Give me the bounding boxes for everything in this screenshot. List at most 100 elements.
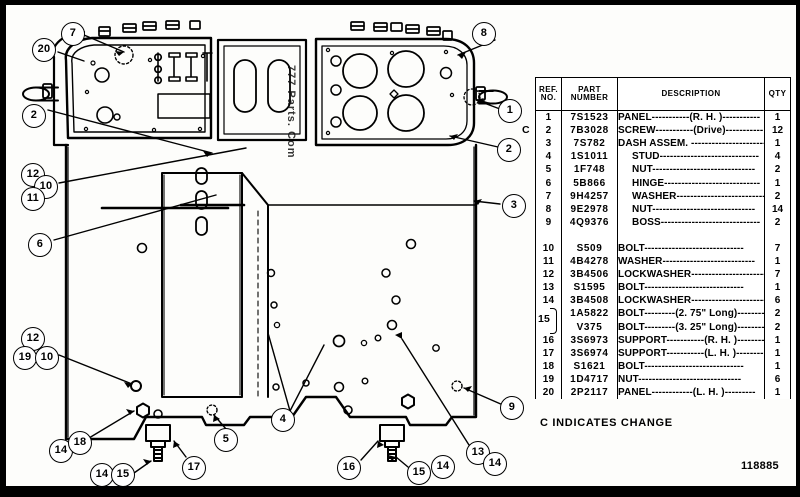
cell-part-number: 9H4257 bbox=[561, 189, 618, 203]
cell-qty: 6 bbox=[764, 372, 791, 386]
cell-qty: 7 bbox=[764, 241, 791, 256]
header-ref-line2: NO. bbox=[540, 93, 557, 102]
callout-bubble-12[interactable]: 12 bbox=[21, 327, 45, 351]
cell-ref-no: 2 bbox=[535, 124, 562, 138]
cell-qty: 2 bbox=[764, 307, 791, 321]
callout-bubble-17[interactable]: 17 bbox=[182, 456, 206, 480]
cell-part-number: 3S6974 bbox=[561, 346, 618, 360]
header-part-line2: NUMBER bbox=[570, 93, 609, 102]
cell-qty: 14 bbox=[764, 202, 791, 216]
column-header-part-number: PART NUMBER bbox=[561, 77, 618, 111]
cell-qty: 2 bbox=[764, 320, 791, 334]
callout-bubble-7[interactable]: 7 bbox=[61, 22, 85, 46]
cell-ref-no: 15 bbox=[535, 307, 562, 335]
cell-qty: 1 bbox=[764, 385, 791, 400]
callout-bubble-14[interactable]: 14 bbox=[431, 455, 455, 479]
cell-description: SUPPORT-----------(R. H. )-------- bbox=[617, 333, 765, 347]
cell-part-number: 7S782 bbox=[561, 137, 618, 151]
change-legend: C INDICATES CHANGE bbox=[540, 417, 673, 429]
cell-ref-no: 9 bbox=[535, 215, 562, 229]
callout-bubble-3[interactable]: 3 bbox=[502, 194, 526, 218]
cell-part-number: 1F748 bbox=[561, 163, 618, 177]
callout-bubble-6[interactable]: 6 bbox=[28, 233, 52, 257]
callout-bubble-2[interactable]: 2 bbox=[497, 138, 521, 162]
column-header-description: DESCRIPTION bbox=[617, 77, 765, 111]
change-marker: C bbox=[522, 124, 530, 137]
callout-bubble-20[interactable]: 20 bbox=[32, 38, 56, 62]
cell-ref-no: 10 bbox=[535, 241, 562, 256]
cell-part-number: S1595 bbox=[561, 281, 618, 295]
cell-description: BOSS----------------------------- bbox=[617, 215, 765, 229]
cell-qty: 2 bbox=[764, 163, 791, 177]
cell-part-number: 3B4508 bbox=[561, 294, 618, 308]
cell-part-number: 2P2117 bbox=[561, 385, 618, 400]
cell-qty: 6 bbox=[764, 294, 791, 308]
callout-bubble-10[interactable]: 10 bbox=[35, 346, 59, 370]
grouped-ref-number: 15 bbox=[538, 313, 551, 326]
callout-bubble-14[interactable]: 14 bbox=[483, 452, 507, 476]
callout-bubble-5[interactable]: 5 bbox=[214, 428, 238, 452]
cell-description: HINGE---------------------------- bbox=[617, 176, 765, 190]
cell-part-number: 4Q9376 bbox=[561, 215, 618, 229]
callout-bubble-2[interactable]: 2 bbox=[22, 104, 46, 128]
cell-part-number: S509 bbox=[561, 241, 618, 256]
callout-bubble-15[interactable]: 15 bbox=[407, 461, 431, 485]
callout-bubble-18[interactable]: 18 bbox=[68, 431, 92, 455]
callout-bubble-4[interactable]: 4 bbox=[271, 408, 295, 432]
callout-bubble-14[interactable]: 14 bbox=[90, 463, 114, 486]
cell-description: SUPPORT-----------(L. H. )-------- bbox=[617, 346, 765, 360]
callout-bubble-16[interactable]: 16 bbox=[337, 456, 361, 480]
callout-bubble-11[interactable]: 11 bbox=[21, 187, 45, 211]
change-indicator-column: C bbox=[522, 77, 536, 402]
cell-ref-no: 11 bbox=[535, 255, 562, 269]
cell-qty: 12 bbox=[764, 124, 791, 138]
cell-part-number: 5B866 bbox=[561, 176, 618, 190]
cell-description: PANEL-----------(R. H. )----------- bbox=[617, 110, 765, 125]
cell-qty: 4 bbox=[764, 150, 791, 164]
group-brace bbox=[550, 308, 557, 335]
cell-ref-no: 14 bbox=[535, 294, 562, 308]
cell-description: DASH ASSEM. ---------------------- bbox=[617, 137, 765, 151]
callout-bubble-10[interactable]: 10 bbox=[34, 175, 58, 199]
cell-part-number: 1S1011 bbox=[561, 150, 618, 164]
callout-bubble-8[interactable]: 8 bbox=[472, 22, 496, 46]
parts-illustration bbox=[22, 20, 508, 474]
callout-bubble-19[interactable]: 19 bbox=[13, 346, 37, 370]
cell-description: NUT------------------------------ bbox=[617, 372, 765, 386]
cell-part-number: 1A5822 bbox=[561, 307, 618, 321]
callout-bubble-1[interactable]: 1 bbox=[498, 99, 522, 123]
cell-qty: 1 bbox=[764, 333, 791, 347]
callout-bubble-15[interactable]: 15 bbox=[111, 463, 135, 486]
cell-qty: 1 bbox=[764, 359, 791, 373]
cell-qty: 1 bbox=[764, 255, 791, 269]
cell-ref-no: 1 bbox=[535, 110, 562, 125]
cell-part-number: V375 bbox=[561, 320, 618, 334]
cell-description: PANEL------------(L. H. )--------- bbox=[617, 385, 765, 400]
cell-description: BOLT----------------------------- bbox=[617, 241, 765, 256]
cell-ref-no: 13 bbox=[535, 281, 562, 295]
cell-qty: 1 bbox=[764, 110, 791, 125]
callout-bubble-9[interactable]: 9 bbox=[500, 396, 524, 420]
